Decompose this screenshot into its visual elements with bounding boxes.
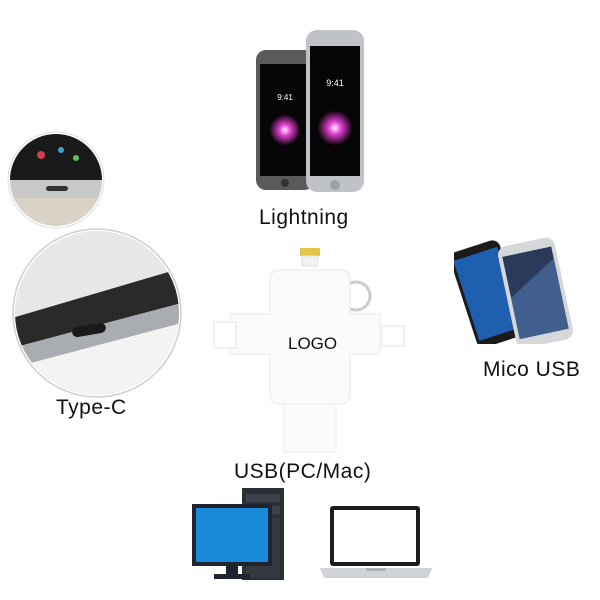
lightning-phones-image: 9:41 9:41 [238, 28, 366, 193]
usb-label: USB(PC/Mac) [234, 460, 372, 483]
type-c-label: Type-C [56, 396, 127, 419]
logo-text: LOGO [288, 334, 338, 353]
flash-drive-image [210, 244, 410, 454]
phone-time: 9:41 [326, 78, 344, 88]
desktop-pc-image [190, 486, 320, 582]
type-c-closeup-small-image [6, 130, 106, 230]
lightning-label: Lightning [259, 206, 349, 229]
micro-usb-phones-image [454, 232, 578, 344]
micro-usb-label: Mico USB [483, 358, 581, 381]
type-c-laptop-port-image [12, 228, 182, 398]
laptop-image [316, 504, 436, 582]
phone-time-back: 9:41 [277, 93, 293, 102]
